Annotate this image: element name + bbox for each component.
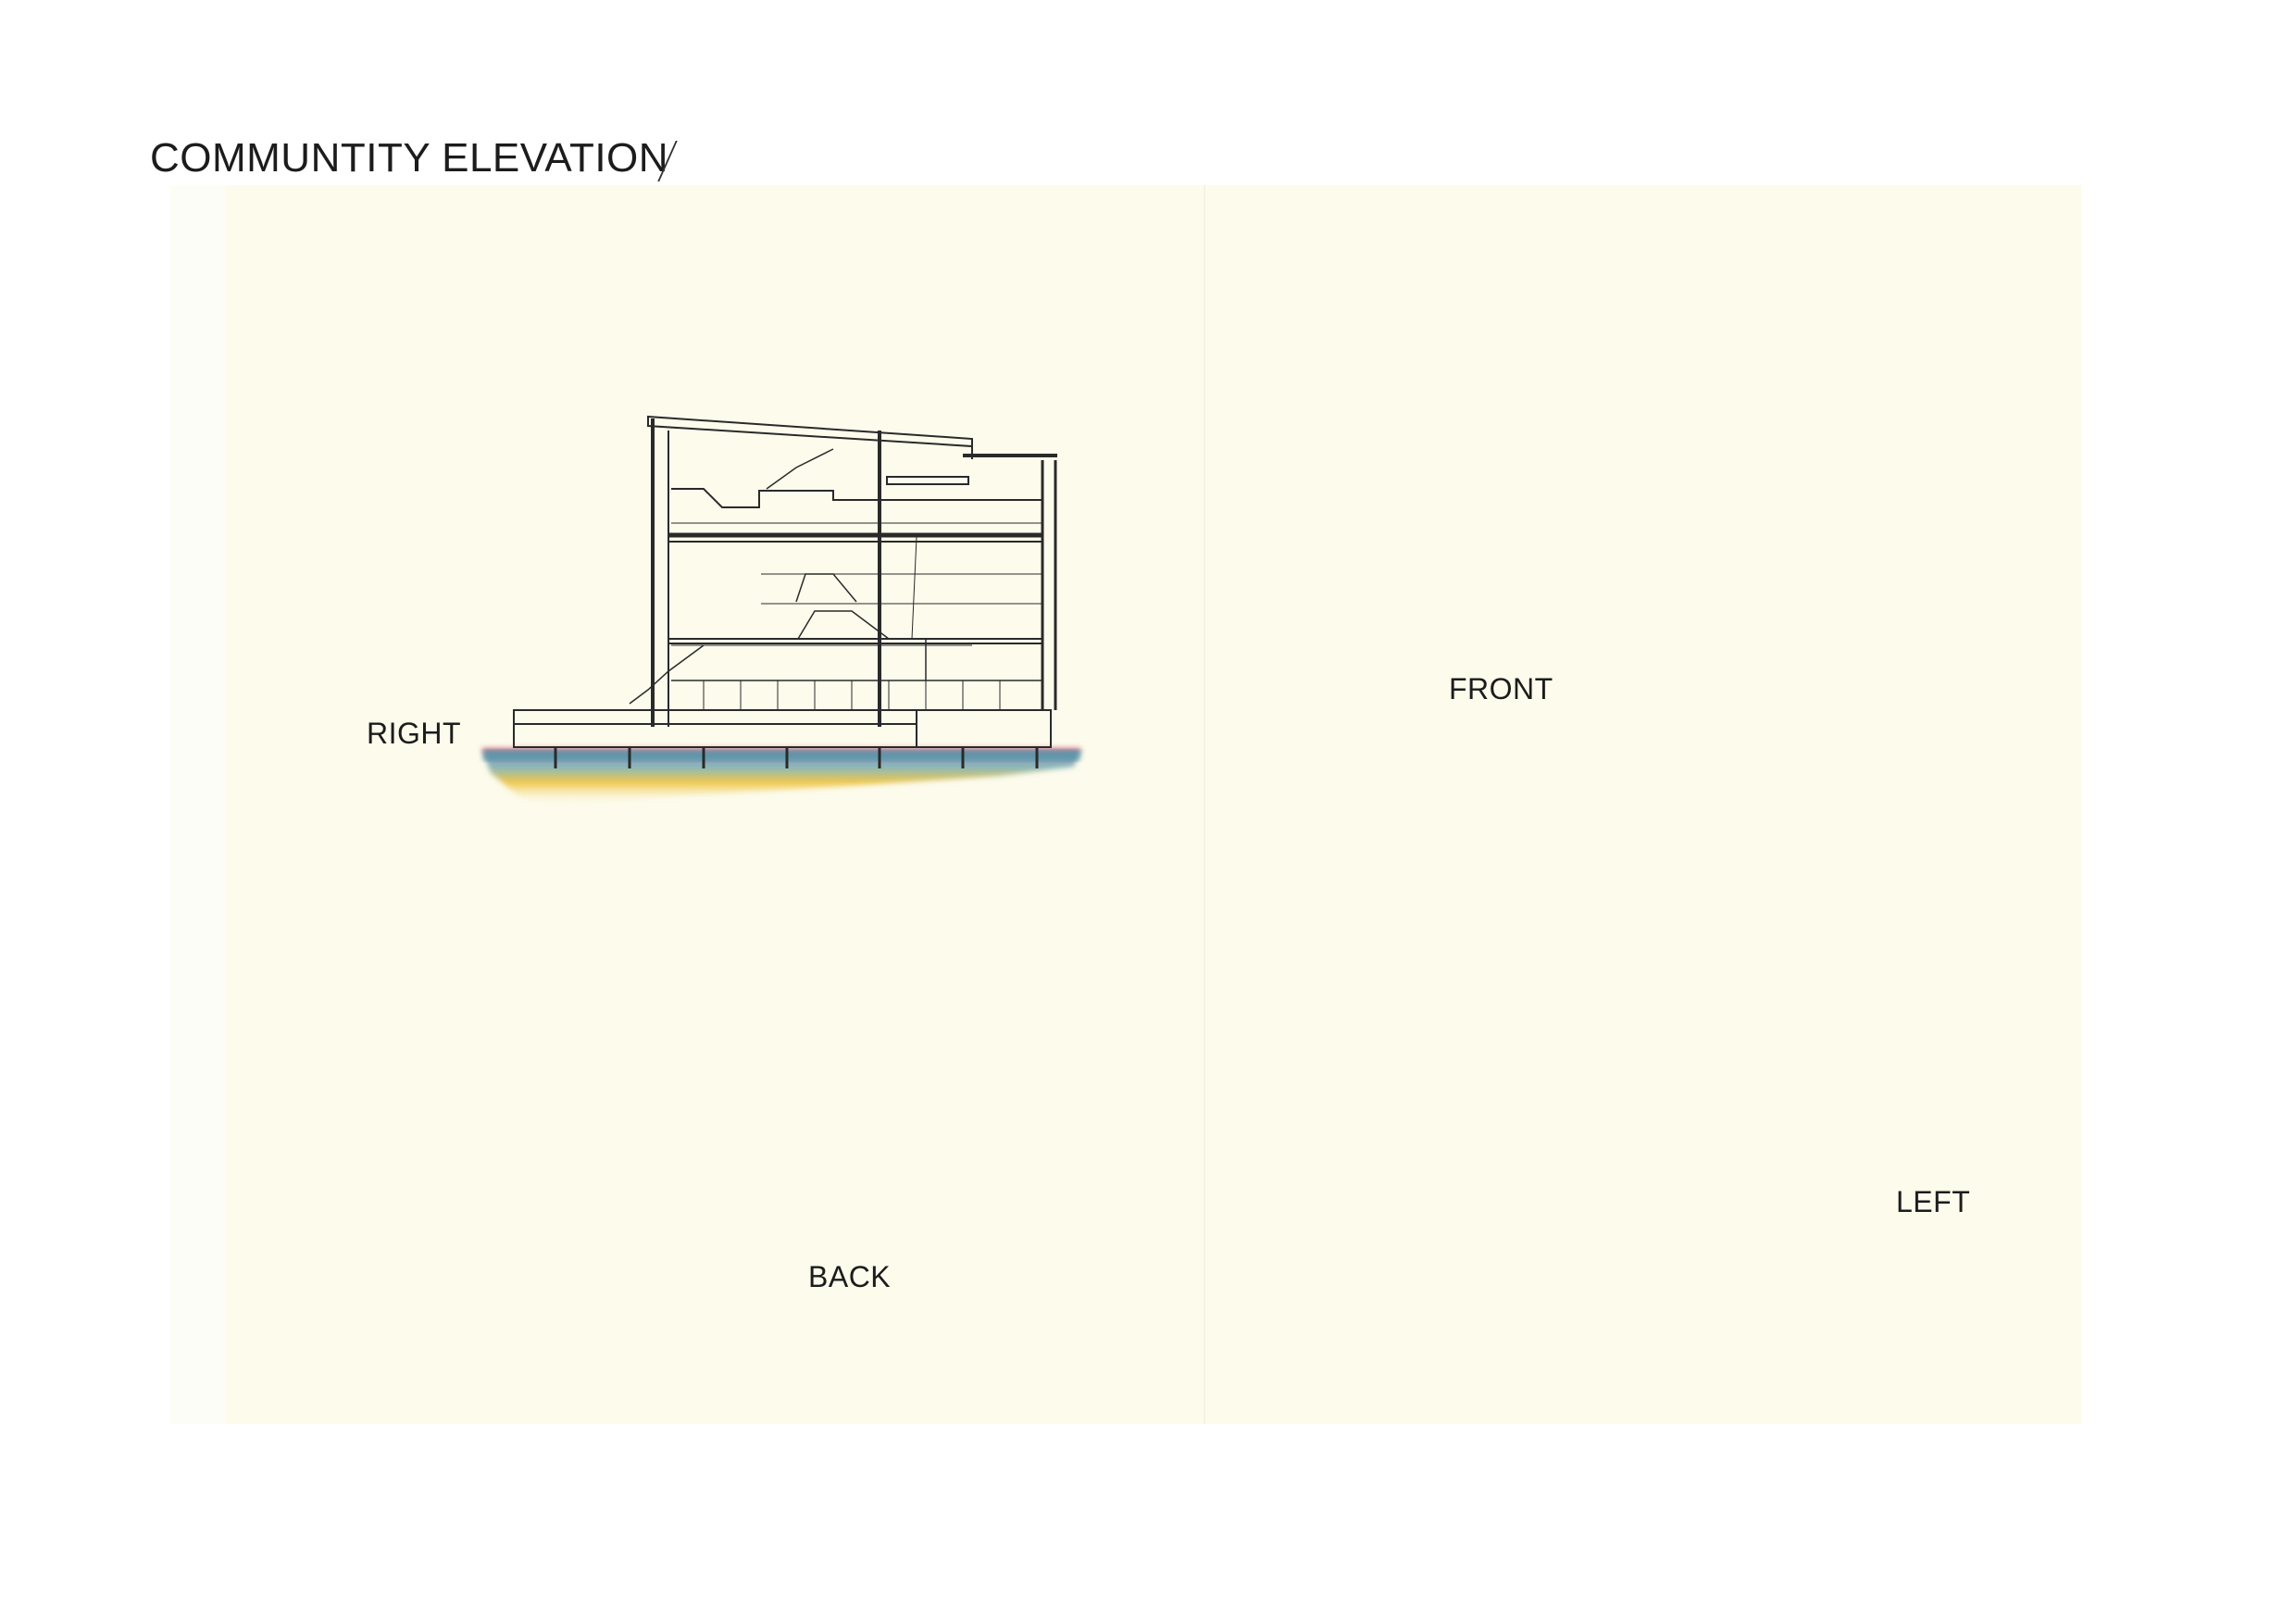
elevation-label-back: BACK [808, 1260, 892, 1293]
drawing-sheet [226, 185, 2081, 1424]
page-title: COMMUNTITY ELEVATION [150, 135, 669, 181]
elevation-label-right: RIGHT [367, 717, 462, 750]
scan-edge-tint [172, 1102, 226, 1407]
right-elevation [481, 415, 1081, 805]
elevation-label-left: LEFT [1896, 1185, 1971, 1218]
elevation-label-front: FRONT [1449, 672, 1554, 705]
right-watercolor-ground [481, 748, 1081, 805]
